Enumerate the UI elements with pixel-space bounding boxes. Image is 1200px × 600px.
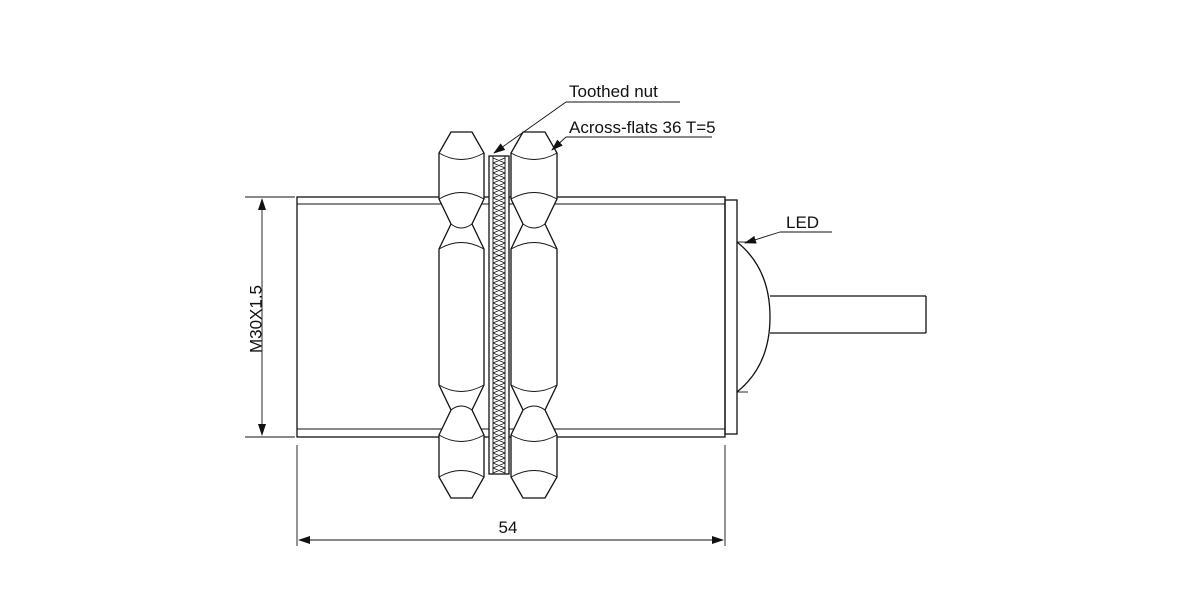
- hex-nut-right: [510, 131, 558, 499]
- toothed-nut-callout: Toothed nut: [493, 82, 680, 154]
- toothed-nut: [488, 155, 510, 475]
- hex-nut-left: [438, 131, 485, 499]
- rear-cap: [724, 199, 738, 435]
- across-flats-label: Across-flats 36 T=5: [569, 118, 716, 137]
- across-flats-callout: Across-flats 36 T=5: [551, 118, 716, 151]
- length-label: 54: [499, 518, 518, 537]
- led-dome: [736, 241, 771, 393]
- thread-dimension: M30X1.5: [245, 196, 295, 438]
- led-label: LED: [786, 213, 819, 232]
- cable: [770, 295, 927, 334]
- length-dimension: 54: [296, 445, 726, 546]
- toothed-nut-label: Toothed nut: [569, 82, 658, 101]
- knurl-pattern: [492, 157, 506, 474]
- thread-label: M30X1.5: [246, 285, 265, 353]
- led-callout: LED: [744, 213, 832, 244]
